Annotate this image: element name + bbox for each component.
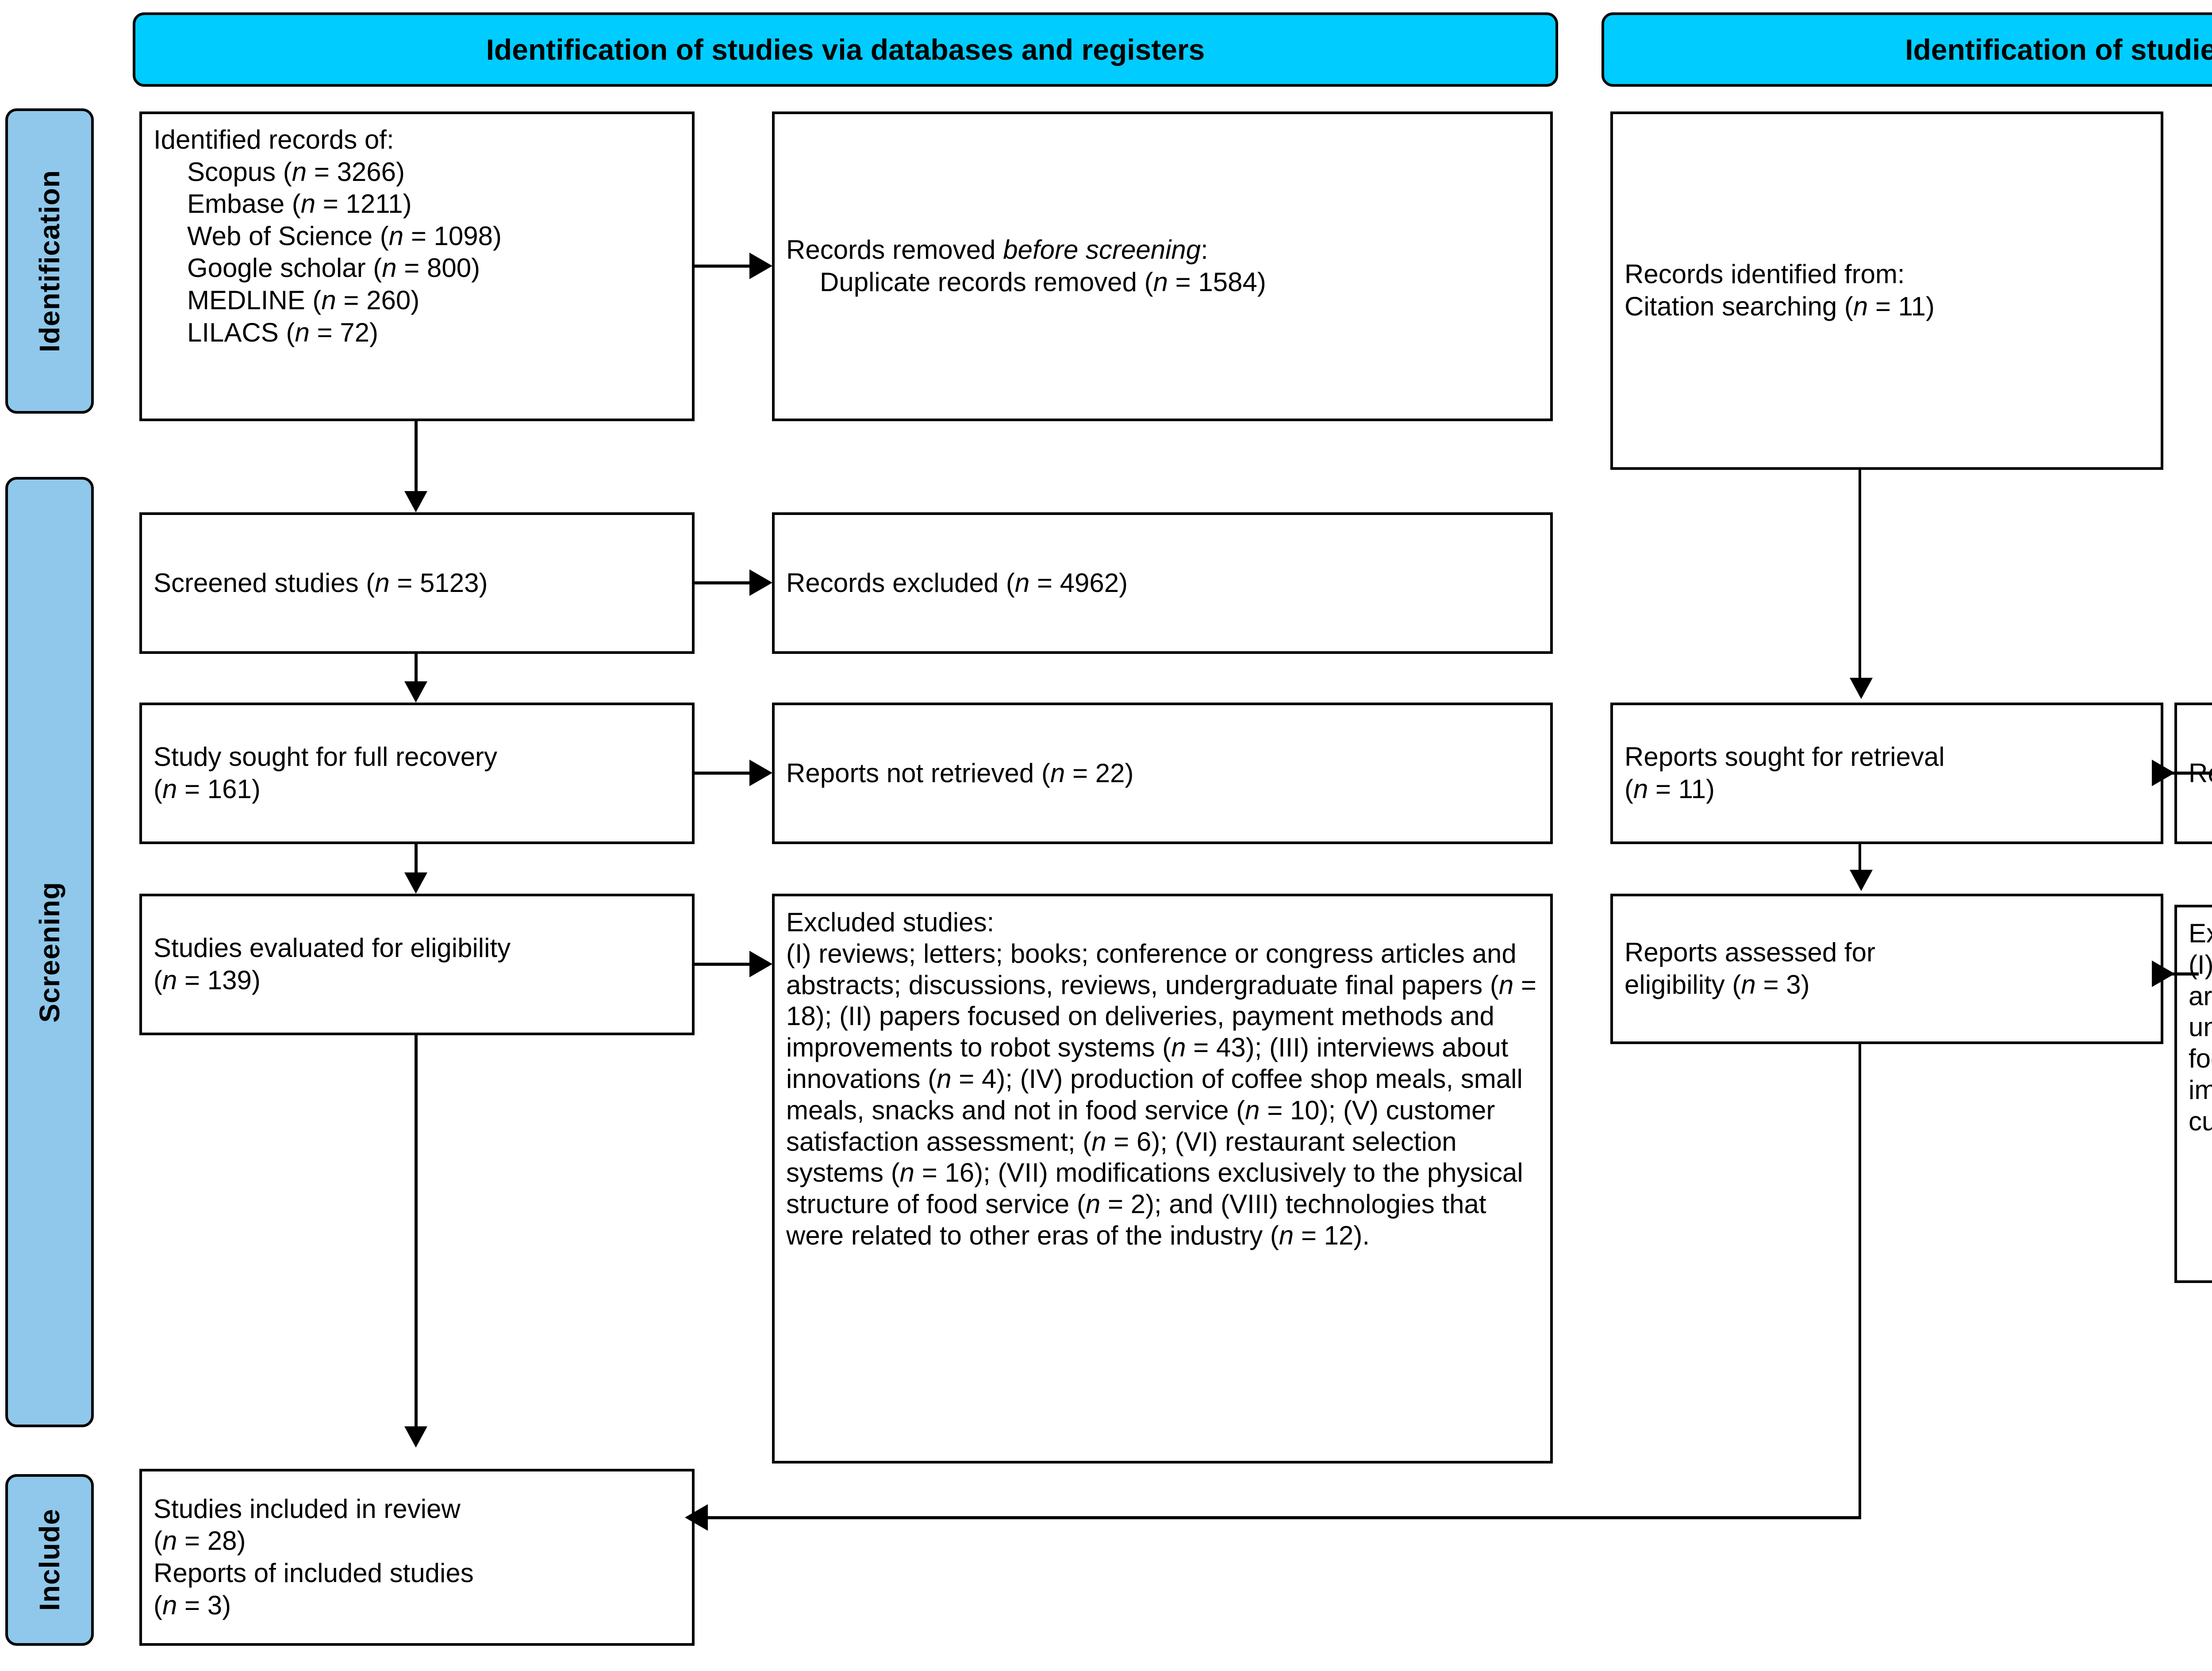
reports-assessed-line2: eligibility (n = 3) xyxy=(1624,970,1810,999)
banner-other-methods: Identification of studies via other meth… xyxy=(1601,12,2212,87)
phase-label-screening: Screening xyxy=(5,477,94,1427)
excluded-studies-left-title: Excluded studies: xyxy=(786,907,995,937)
records-removed-line2: Duplicate records removed (n = 1584) xyxy=(820,267,1266,297)
arrowhead-evaluated-to-excluded xyxy=(749,951,772,977)
phase-label-identification-text: Identification xyxy=(34,169,65,353)
phase-label-screening-text: Screening xyxy=(34,881,65,1023)
arrowhead-sought-to-not-retrieved xyxy=(749,760,772,786)
arrowhead-sought-to-not-retrieved-right xyxy=(2152,760,2175,786)
banner-databases-registers: Identification of studies via databases … xyxy=(133,12,1558,87)
connector-screened-to-excluded xyxy=(695,581,752,584)
connector-sought-to-not-retrieved-right xyxy=(2163,772,2212,775)
connector-screened-to-sought xyxy=(415,654,418,681)
arrowhead-identified-other-to-sought xyxy=(1850,678,1873,699)
box-screened-studies: Screened studies (n = 5123) xyxy=(139,512,695,654)
studies-included-count1: (n = 28) xyxy=(154,1526,246,1556)
phase-label-include-text: Include xyxy=(34,1509,65,1611)
reports-sought-count: (n = 11) xyxy=(1624,774,1715,804)
reports-not-retrieved-left-label: Reports not retrieved (n = 22) xyxy=(786,758,1134,788)
studies-included-line1: Studies included in review xyxy=(154,1494,461,1524)
connector-sought-to-evaluated xyxy=(415,844,418,872)
studies-evaluated-count: (n = 139) xyxy=(154,965,261,995)
records-removed-line1: Records removed before screening: xyxy=(786,235,1208,265)
arrowhead-identified-to-removed xyxy=(749,253,772,279)
study-sought-count: (n = 161) xyxy=(154,774,261,804)
arrowhead-screened-to-excluded xyxy=(749,569,772,596)
banner-other-methods-label: Identification of studies via other meth… xyxy=(1905,33,2212,66)
studies-evaluated-label: Studies evaluated for eligibility xyxy=(154,933,511,963)
source-row-medline: MEDLINE (n = 260) xyxy=(187,285,420,315)
box-reports-sought-retrieval: Reports sought for retrieval (n = 11) xyxy=(1610,703,2163,844)
source-row-scopus: Scopus (n = 3266) xyxy=(187,157,405,187)
arrowhead-sought-to-evaluated xyxy=(404,872,427,894)
source-row-lilacs: LILACS (n = 72) xyxy=(187,317,378,347)
identified-records-title: Identified records of: xyxy=(154,125,394,154)
box-records-excluded: Records excluded (n = 4962) xyxy=(772,512,1553,654)
box-studies-evaluated-eligibility: Studies evaluated for eligibility (n = 1… xyxy=(139,894,695,1035)
connector-evaluated-to-excluded xyxy=(695,963,752,966)
connector-assessed-to-included-horizontal xyxy=(708,1516,1861,1519)
records-excluded-label: Records excluded (n = 4962) xyxy=(786,568,1128,598)
connector-sought-to-assessed xyxy=(1859,844,1861,870)
connector-evaluated-to-included xyxy=(415,1035,418,1426)
reports-sought-label: Reports sought for retrieval xyxy=(1624,742,1945,772)
source-row-embase: Embase (n = 1211) xyxy=(187,189,412,219)
arrowhead-evaluated-to-included xyxy=(404,1426,427,1448)
study-sought-label: Study sought for full recovery xyxy=(154,742,498,772)
box-study-sought-full-recovery: Study sought for full recovery (n = 161) xyxy=(139,703,695,844)
arrowhead-sought-to-assessed xyxy=(1850,870,1873,891)
records-identified-other-line1: Records identified from: xyxy=(1624,259,1905,289)
box-excluded-studies-right: Excluded studies: (I) reviews; letters; … xyxy=(2174,905,2212,1283)
box-studies-included-in-review: Studies included in review (n = 28) Repo… xyxy=(139,1469,695,1646)
connector-identified-to-removed xyxy=(695,265,752,268)
box-reports-not-retrieved-left: Reports not retrieved (n = 22) xyxy=(772,703,1553,844)
studies-included-line2: Reports of included studies xyxy=(154,1558,474,1588)
arrowhead-assessed-to-included xyxy=(685,1504,708,1531)
records-identified-other-line2: Citation searching (n = 11) xyxy=(1624,292,1935,321)
connector-identified-to-screened xyxy=(415,421,418,493)
box-identified-records: Identified records of: Scopus (n = 3266)… xyxy=(139,111,695,421)
studies-included-count2: (n = 3) xyxy=(154,1590,231,1620)
connector-assessed-down xyxy=(1859,1044,1861,1517)
screened-studies-label: Screened studies (n = 5123) xyxy=(154,568,488,598)
excluded-studies-right-title: Excluded studies: xyxy=(2189,918,2212,948)
box-records-identified-other: Records identified from: Citation search… xyxy=(1610,111,2163,470)
reports-assessed-line1: Reports assessed for xyxy=(1624,937,1875,968)
phase-label-identification: Identification xyxy=(5,108,94,414)
box-excluded-studies-left: Excluded studies: (I) reviews; letters; … xyxy=(772,894,1553,1464)
arrowhead-screened-to-sought xyxy=(404,681,427,703)
connector-identified-other-to-sought xyxy=(1859,470,1861,678)
arrowhead-assessed-to-excluded-right xyxy=(2152,960,2175,987)
source-row-google-scholar: Google scholar (n = 800) xyxy=(187,253,480,283)
connector-sought-to-not-retrieved xyxy=(695,772,752,775)
connector-assessed-to-excluded-right xyxy=(2163,972,2199,976)
arrowhead-identified-to-screened xyxy=(404,491,427,512)
phase-label-include: Include xyxy=(5,1474,94,1646)
banner-databases-registers-label: Identification of studies via databases … xyxy=(486,33,1205,66)
excluded-studies-right-body: (I) reviews; letters; books; conference … xyxy=(2189,949,2212,1136)
box-reports-assessed-eligibility: Reports assessed for eligibility (n = 3) xyxy=(1610,894,2163,1044)
box-records-removed-before-screening: Records removed before screening: Duplic… xyxy=(772,111,1553,421)
source-row-web-of-science: Web of Science (n = 1098) xyxy=(187,221,502,251)
excluded-studies-left-body: (I) reviews; letters; books; conference … xyxy=(786,938,1536,1250)
